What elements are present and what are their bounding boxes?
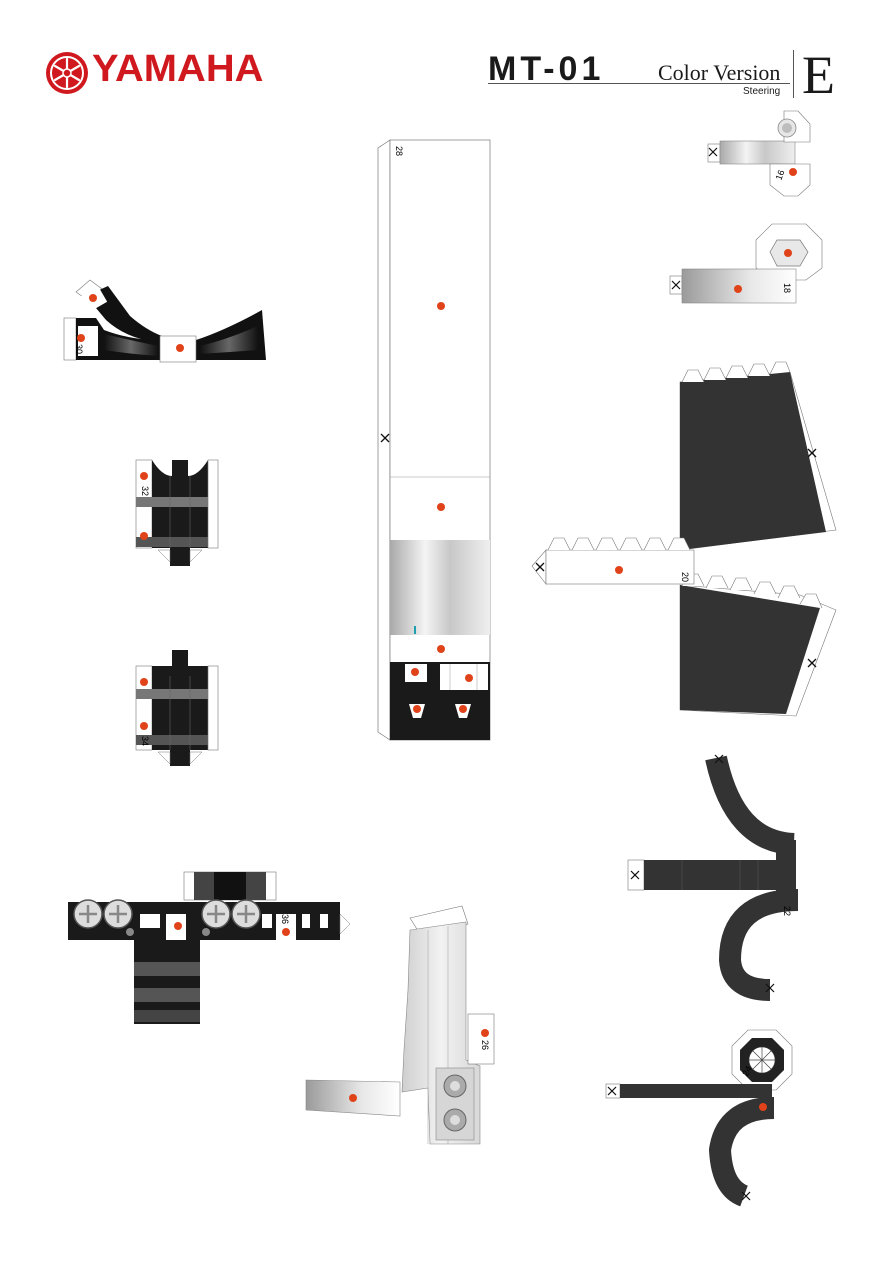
part-30: [63, 279, 266, 363]
part-20: [531, 361, 837, 717]
yamaha-emblem-icon: [46, 52, 88, 94]
part-label-28: 28: [394, 146, 404, 157]
brand-logo-text: YAMAHA: [92, 48, 264, 90]
part-16: [707, 110, 811, 197]
part-label-32: 32: [140, 485, 151, 497]
sheet-letter: E: [802, 45, 835, 105]
part-34: [135, 650, 219, 766]
part-label-26: 26: [480, 1039, 491, 1051]
header-vertical-divider: [793, 50, 794, 98]
part-label-22: 22: [782, 905, 793, 917]
version-label: Color Version: [658, 60, 781, 85]
model-title: MT-01: [488, 50, 605, 88]
header-divider: [488, 83, 790, 84]
section-label: Steering: [743, 86, 781, 97]
part-label-34: 34: [140, 735, 151, 747]
part-label-30: 30: [74, 343, 85, 355]
part-label-36: 36: [280, 913, 291, 925]
part-label-20: 20: [680, 571, 691, 583]
part-26: [305, 905, 495, 1145]
part-22: [627, 754, 799, 1001]
part-28: [377, 139, 491, 741]
part-24: [605, 1029, 793, 1207]
part-label-18: 18: [782, 282, 793, 294]
part-18: [669, 223, 823, 304]
part-32: [135, 459, 219, 566]
part-36: [68, 871, 351, 1024]
